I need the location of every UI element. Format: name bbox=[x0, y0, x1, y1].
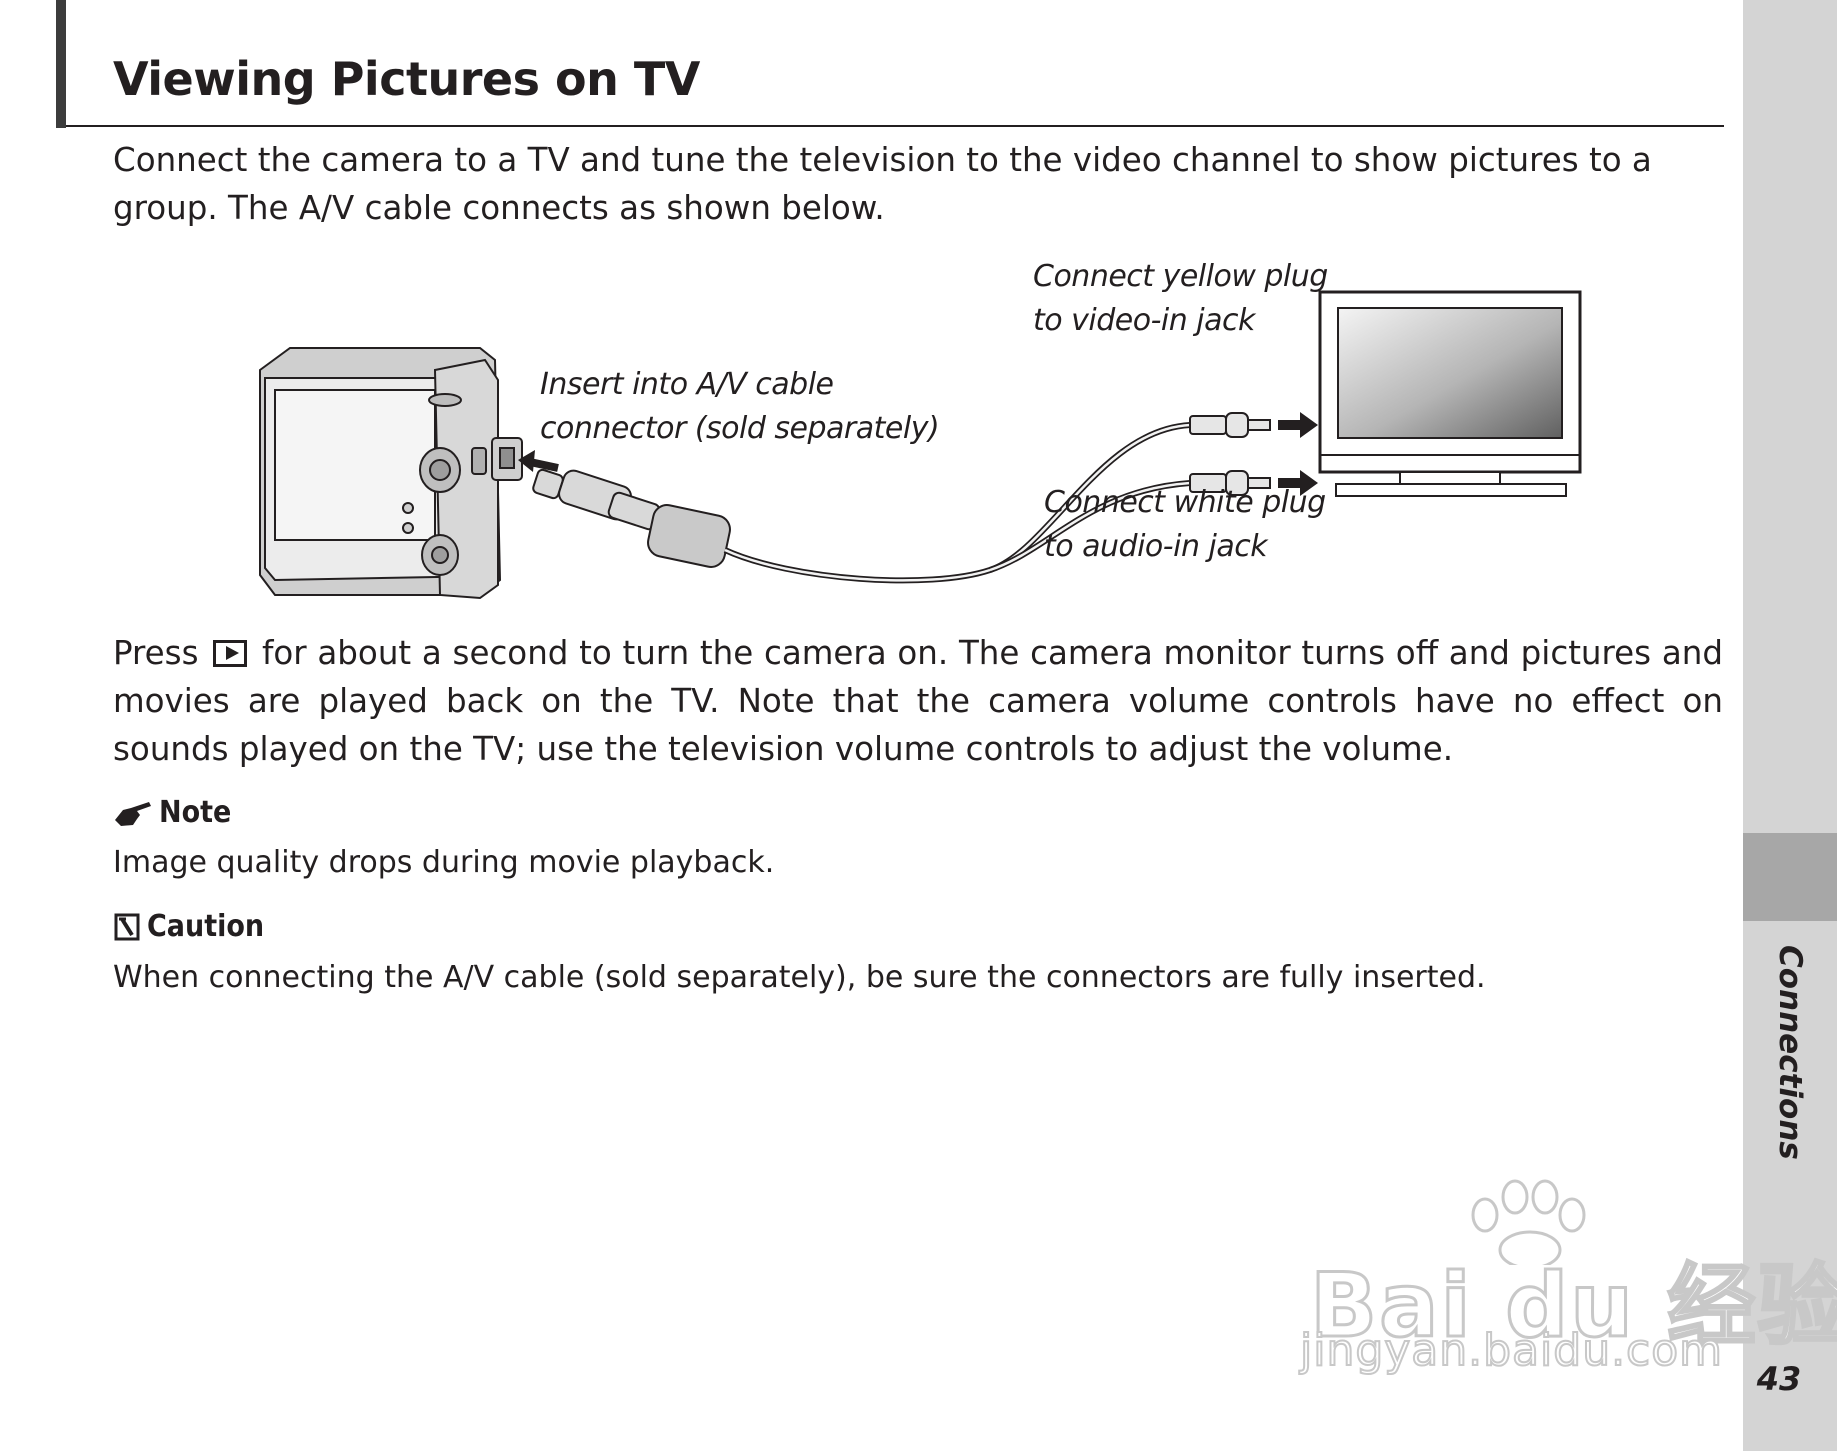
connection-diagram: Insert into A/V cable connector (sold se… bbox=[230, 250, 1600, 620]
page-title: Viewing Pictures on TV bbox=[113, 52, 700, 106]
page-number: 43 bbox=[1756, 1360, 1802, 1398]
note-heading-text: Note bbox=[159, 795, 232, 830]
insert-arrow bbox=[529, 458, 559, 472]
caution-text: When connecting the A/V cable (sold sepa… bbox=[113, 960, 1486, 995]
caution-heading-text: Caution bbox=[147, 909, 265, 944]
pointing-hand-icon bbox=[115, 801, 151, 826]
section-label: Connections bbox=[1772, 945, 1808, 1160]
note-text: Image quality drops during movie playbac… bbox=[113, 845, 775, 880]
white-label-line1: Connect white plug bbox=[1044, 485, 1326, 520]
watermark-url: jingyan.baidu.com bbox=[1299, 1324, 1724, 1377]
insert-label: Insert into A/V cable connector (sold se… bbox=[540, 363, 940, 451]
insert-label-line1: Insert into A/V cable bbox=[540, 367, 834, 402]
caution-heading: Caution bbox=[113, 909, 264, 944]
yellow-plug-label: Connect yellow plug to video-in jack bbox=[1033, 255, 1328, 343]
yellow-label-line1: Connect yellow plug bbox=[1033, 259, 1328, 294]
paw-icon bbox=[1471, 1179, 1586, 1265]
video-arrow bbox=[1278, 412, 1318, 438]
watermark-logo: Bai du 经验 bbox=[1309, 1253, 1837, 1359]
press-after: for about a second to turn the camera on… bbox=[113, 634, 1723, 768]
playback-button-icon bbox=[213, 640, 248, 667]
yellow-plug bbox=[1189, 412, 1271, 438]
audio-arrow bbox=[1278, 470, 1318, 496]
av-plug bbox=[532, 468, 731, 568]
section-tab bbox=[1743, 833, 1837, 921]
heading-bar bbox=[56, 0, 66, 128]
side-strip bbox=[1743, 0, 1837, 1451]
camera-illustration bbox=[259, 347, 523, 600]
insert-label-line2: connector (sold separately) bbox=[540, 411, 940, 446]
press-before: Press bbox=[113, 634, 199, 672]
note-heading: Note bbox=[113, 795, 231, 830]
connection-illustration bbox=[259, 290, 1582, 600]
tv-illustration bbox=[1318, 290, 1582, 497]
press-paragraph: Press for about a second to turn the cam… bbox=[113, 629, 1723, 773]
intro-paragraph: Connect the camera to a TV and tune the … bbox=[113, 141, 1652, 227]
caution-icon bbox=[114, 913, 140, 940]
title-rule bbox=[66, 125, 1724, 127]
baidu-watermark: Bai du 经验 jingyan.baidu.com bbox=[1290, 1175, 1837, 1385]
white-plug-label: Connect white plug to audio-in jack bbox=[1044, 481, 1326, 569]
yellow-label-line2: to video-in jack bbox=[1033, 303, 1255, 338]
white-label-line2: to audio-in jack bbox=[1044, 529, 1268, 564]
white-plug bbox=[1189, 470, 1271, 496]
